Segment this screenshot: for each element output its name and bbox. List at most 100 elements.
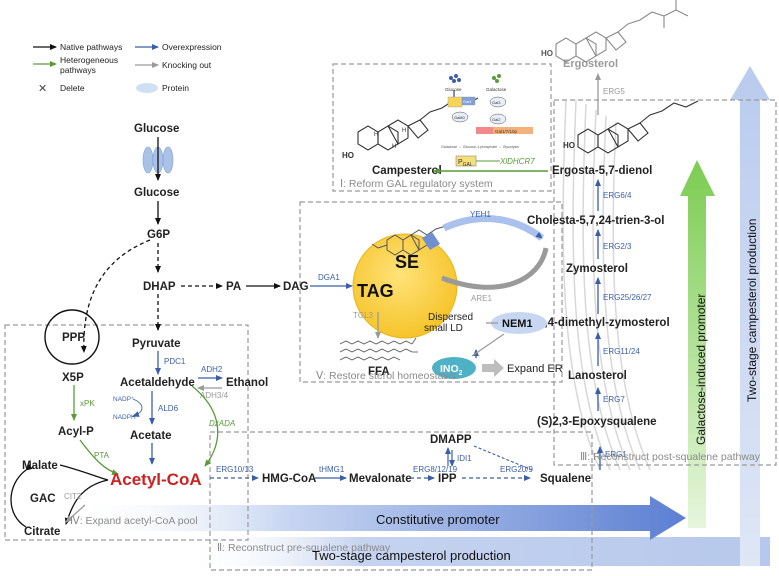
galactose-promoter-arrow	[680, 160, 715, 528]
metabolite-campesterol: Campesterol	[372, 165, 442, 177]
enzyme-ald6: ALD6	[158, 404, 179, 413]
yeh1-arrow	[442, 215, 545, 241]
expand-er-label: Expand ER	[507, 363, 563, 375]
er-membrane	[562, 99, 651, 471]
nem1-protein	[491, 312, 547, 334]
enzyme-adh34: ADH3/4	[200, 391, 229, 400]
galactose-promoter-label: Galactose-induced promoter	[694, 294, 708, 445]
gal-promoter-label: PGAL	[458, 159, 473, 168]
ergosterol-structure-icon	[555, 0, 689, 63]
metabolite-ipp: IPP	[438, 473, 457, 485]
metabolite-ergosterol: Ergosterol	[563, 58, 618, 70]
module-3-label: Ⅲ: Reconstruct post-squalene pathway	[580, 451, 761, 463]
enzyme-tgl3: TGL3	[353, 311, 374, 320]
module-4-label: Ⅳ: Expand acetyl-CoA pool	[70, 515, 198, 527]
svg-text:Gal2: Gal2	[492, 117, 501, 122]
enzyme-dzada: DzADA	[209, 419, 235, 428]
module-2-box	[209, 431, 593, 571]
enzyme-thmg1: tHMG1	[319, 465, 345, 474]
campesterol-ho-label: HO	[342, 151, 354, 160]
ergosta-ho-label: HO	[563, 141, 575, 150]
metabolite-x5p: X5P	[62, 372, 84, 384]
enzyme-erg1124: ERG11/24	[603, 347, 640, 356]
svg-text:Glucose: Glucose	[445, 87, 462, 92]
lipid-droplet	[352, 233, 458, 339]
svg-text:Gal80: Gal80	[454, 115, 465, 120]
metabolite-nem1: NEM1	[502, 318, 533, 330]
enzyme-idi1: IDI1	[457, 454, 472, 463]
module-1-box	[332, 63, 552, 192]
svg-text:Galactose → Glucose-1-phosphat: Galactose → Glucose-1-phosphate → Glycol…	[441, 145, 519, 149]
metabolite-cholesta: Cholesta-5,7,24-trien-3-ol	[527, 215, 664, 227]
metabolite-pa: PA	[226, 281, 241, 293]
svg-text:H: H	[374, 132, 378, 138]
module-5-label: Ⅴ: Restore sterol homeostasis	[316, 370, 456, 382]
enzyme-erg252627: ERG25/26/27	[603, 293, 652, 302]
svg-text:Gal1/7/10p: Gal1/7/10p	[495, 129, 518, 134]
legend-knockout: Knocking out	[162, 60, 212, 70]
metabolite-ino2: INO2	[440, 363, 463, 377]
metabolite-glucose-out: Glucose	[134, 123, 179, 135]
metabolite-acetaldehyde: Acetaldehyde	[120, 377, 195, 389]
enzyme-xpk: xPK	[80, 399, 95, 408]
fatty-acid-chains-icon	[339, 337, 418, 361]
enzyme-erg1: ERG1	[605, 450, 627, 459]
metabolite-acetyl-coa: Acetyl-CoA	[110, 470, 202, 489]
two-stage-label-vertical: Two-stage campesterol production	[745, 219, 759, 402]
metabolite-glucose-in: Glucose	[134, 187, 179, 199]
legend: Native pathways Overexpression Heterogen…	[33, 42, 222, 95]
metabolite-g6p: G6P	[147, 229, 170, 241]
enzyme-erg7: ERG7	[603, 395, 625, 404]
enzyme-erg209: ERG20/9	[500, 465, 533, 474]
delete-icon: ✕	[38, 83, 47, 95]
module-5-box	[299, 201, 563, 383]
svg-text:Gal4: Gal4	[463, 99, 472, 104]
svg-text:Gal3: Gal3	[492, 100, 501, 105]
module-2-label: Ⅱ: Reconstruct pre-squalene pathway	[217, 542, 391, 554]
module-1-label: Ⅰ: Reform GAL regulatory system	[340, 178, 493, 190]
gal-regulation-schematic: Glucose Galactose Gal4 Gal80 Gal3 Gal2 G…	[441, 74, 533, 149]
metabolite-mevalonate: Mevalonate	[349, 473, 412, 485]
enzyme-adh2: ADH2	[201, 365, 223, 374]
expand-er-arrow	[482, 359, 504, 377]
steryl-ester-highlight	[422, 232, 440, 250]
enzyme-pta: PTA	[94, 451, 110, 460]
metabolite-acyl-p: Acyl-P	[58, 426, 94, 438]
metabolite-ppp: PPP	[62, 332, 85, 344]
metabolite-ergosta: Ergosta-5,7-dienol	[552, 165, 652, 177]
metabolite-epoxysqualene: (S)2,3-Epoxysqualene	[537, 416, 657, 428]
enzyme-are1: ARE1	[471, 294, 492, 303]
metabolite-malate: Malate	[22, 460, 58, 472]
metabolite-tag: TAG	[357, 281, 394, 301]
enzyme-pdc1: PDC1	[164, 357, 186, 366]
metabolite-hmg-coa: HMG-CoA	[262, 473, 316, 485]
enzyme-cit2: CIT2	[64, 492, 82, 501]
two-stage-label-horizontal: Two-stage campesterol production	[312, 548, 511, 563]
ergosta-structure-icon	[577, 100, 699, 154]
enzyme-erg81219: ERG8/12/19	[413, 465, 458, 474]
metabolite-acetate: Acetate	[130, 430, 172, 442]
svg-text:H: H	[402, 128, 406, 134]
metabolite-dhap: DHAP	[143, 281, 176, 293]
metabolite-squalene: Squalene	[540, 473, 591, 485]
are1-arrow	[441, 247, 549, 290]
constitutive-promoter-label: Constitutive promoter	[376, 512, 500, 527]
enzyme-erg5: ERG5	[603, 87, 625, 96]
cofactor-nadph: NADPH	[113, 414, 136, 421]
enzyme-yeh1: YEH1	[470, 210, 491, 219]
cofactor-nadp: NADP⁺	[113, 396, 135, 403]
glucose-transporter-icon	[142, 146, 174, 174]
svg-text:Galactose: Galactose	[486, 87, 507, 92]
metabolite-pyruvate: Pyruvate	[132, 338, 181, 350]
protein-icon	[136, 83, 158, 93]
legend-delete: Delete	[60, 83, 85, 93]
two-stage-bar-horizontal	[185, 537, 770, 566]
module-3-box	[553, 99, 777, 466]
module-4-box	[4, 324, 249, 541]
metabolite-se: SE	[395, 252, 419, 272]
svg-text:H: H	[392, 144, 396, 150]
ergosterol-ho-label: HO	[541, 49, 553, 58]
